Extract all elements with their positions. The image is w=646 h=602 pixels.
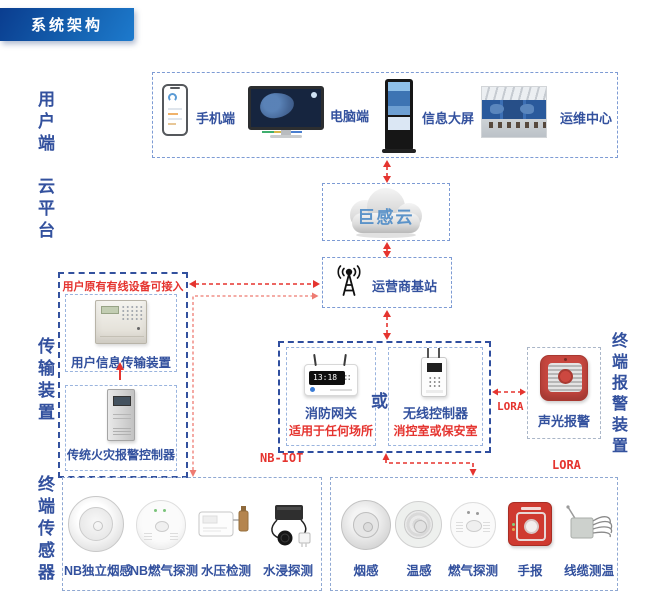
user-tier-box [152, 72, 618, 158]
wireless-controller-note: 消控室或保安室 [393, 424, 478, 438]
manual-call-point-label: 手报 [517, 564, 543, 578]
tier-label-cloud: 云平台 [35, 177, 54, 243]
sound-light-alarm-icon [540, 355, 588, 401]
or-label: 或 [371, 392, 388, 411]
ops-center-icon [481, 86, 547, 138]
nb-gas-sensor-label: NB燃气探测 [129, 564, 199, 578]
fire-gateway-icon: 13:18 [304, 353, 358, 396]
page-title: 系统架构 [0, 8, 134, 41]
info-transmitter-label: 用户信息传输装置 [70, 356, 171, 370]
mobile-label: 手机端 [196, 111, 236, 126]
info-screen-icon [382, 79, 416, 153]
gateway-screen-time: 13:18 [309, 371, 345, 385]
lora-link-label-alarm: LORA [497, 400, 524, 413]
tier-label-sensors: 终端传感器 [35, 475, 54, 585]
lora-link-label-sensors: LORA [552, 458, 581, 472]
tier-label-alarm: 终端报警装置 [609, 332, 626, 458]
info-transmitter-icon [95, 300, 147, 344]
fire-gateway-label: 消防网关 [304, 406, 357, 421]
lora-gas-sensor-label: 燃气探测 [447, 564, 498, 578]
cloud-box [322, 183, 450, 241]
water-leak-sensor-icon [271, 505, 311, 547]
cloud-icon [350, 188, 422, 238]
transmitter-box [65, 294, 177, 372]
cable-temp-sensor-label: 线缆测温 [563, 564, 614, 578]
sound-light-alarm-label: 声光报警 [537, 414, 590, 429]
nbiot-link-label: NB-IOT [260, 451, 304, 465]
pc-label: 电脑端 [330, 109, 370, 124]
water-leak-sensor-label: 水浸探测 [262, 564, 313, 578]
nb-sensor-box [62, 477, 322, 591]
legacy-box-title: 用户原有有线设备可接入 [62, 281, 184, 293]
base-station-antenna-icon [337, 265, 361, 296]
pc-monitor-icon [248, 86, 324, 138]
nb-smoke-sensor-label: NB独立烟感 [63, 564, 133, 578]
lora-smoke-sensor-label: 烟感 [353, 564, 379, 578]
wireless-controller-box [388, 347, 483, 446]
manual-call-point-icon [508, 502, 552, 546]
ops-center-label: 运维中心 [560, 111, 613, 126]
water-pressure-sensor-label: 水压检测 [200, 564, 251, 578]
fire-alarm-controller-label: 传统火灾报警控制器 [66, 448, 175, 462]
info-screen-label: 信息大屏 [422, 111, 475, 126]
cable-temp-sensor-icon [566, 505, 613, 539]
lora-sensor-box [330, 477, 618, 591]
mobile-phone-icon [162, 84, 188, 136]
fire-gateway-note: 适用于任何场所 [288, 424, 373, 438]
water-pressure-sensor-icon [198, 506, 249, 537]
tier-label-user: 用户端 [35, 90, 54, 156]
fire-controller-box [65, 385, 177, 471]
cloud-name: 巨感云 [357, 208, 415, 227]
temp-sensor-label: 温感 [406, 564, 432, 578]
wireless-controller-label: 无线控制器 [402, 406, 468, 421]
alarm-device-box [527, 347, 601, 439]
tier-label-transmission: 传输装置 [35, 337, 54, 425]
fire-alarm-controller-icon [107, 389, 135, 441]
base-station-label: 运营商基站 [372, 279, 438, 294]
wireless-controller-icon [421, 348, 447, 397]
